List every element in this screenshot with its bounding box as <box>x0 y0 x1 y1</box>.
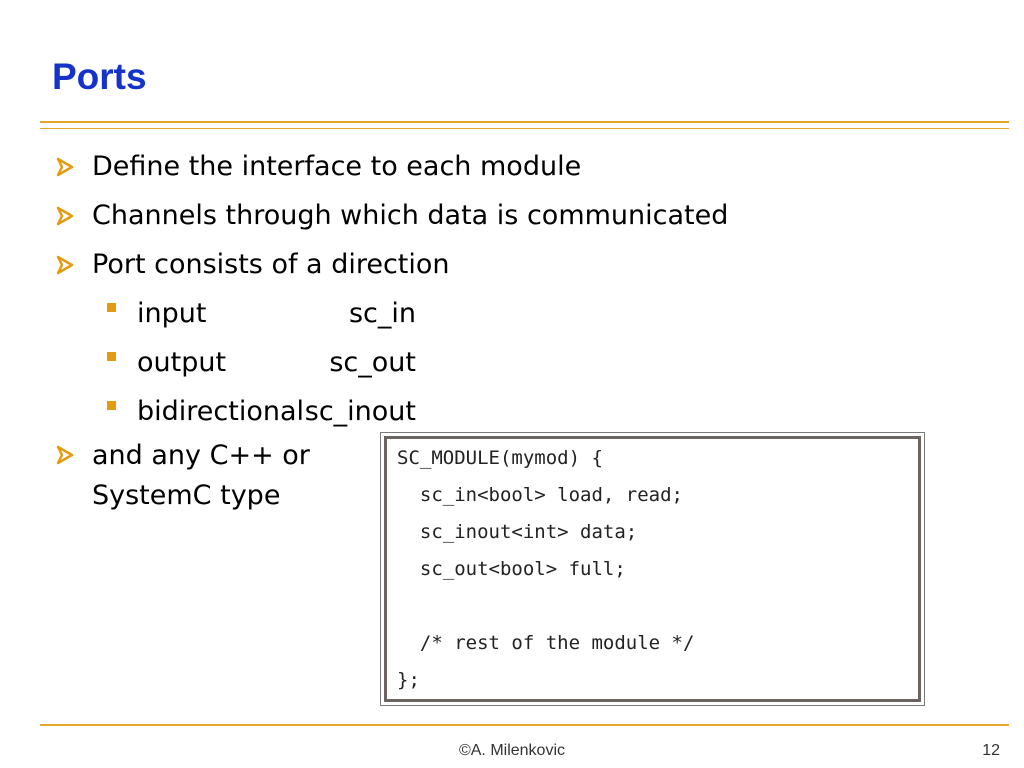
code-line <box>397 595 908 632</box>
code-line: sc_inout<int> data; <box>397 521 638 543</box>
footer-divider <box>40 724 1009 726</box>
code-block: SC_MODULE(mymod) { sc_in<bool> load, rea… <box>384 436 921 702</box>
page-number: 12 <box>982 742 1000 759</box>
slide-title: Ports <box>52 56 147 97</box>
arrow-bullet-icon <box>56 255 92 275</box>
title-divider-thin <box>40 128 1009 129</box>
bullet-item-types: and any C++ or SystemC type <box>56 436 310 516</box>
direction-label: output <box>137 347 227 378</box>
code-line: }; <box>397 669 420 691</box>
bullet-text: and any C++ or SystemC type <box>92 436 310 516</box>
bullet-list: Define the interface to each module Chan… <box>56 142 728 436</box>
footer-author: ©A. Milenkovic <box>458 742 566 759</box>
square-bullet-icon <box>107 352 116 361</box>
bullet-text: Port consists of a direction <box>92 248 450 280</box>
direction-type: sc_out <box>329 347 416 378</box>
code-line: sc_in<bool> load, read; <box>397 484 683 506</box>
direction-type: sc_in <box>348 298 416 329</box>
arrow-bullet-icon <box>56 157 92 177</box>
arrow-bullet-icon <box>56 206 92 226</box>
square-bullet-icon <box>107 401 116 410</box>
arrow-bullet-icon <box>56 445 92 465</box>
bullet-text-line: SystemC type <box>92 480 281 511</box>
bullet-text: Channels through which data is communica… <box>92 199 729 231</box>
direction-item-bidirectional: bidirectional sc_inout <box>56 387 416 436</box>
direction-label: bidirectional <box>137 396 305 427</box>
bullet-item: Define the interface to each module <box>56 142 581 191</box>
code-line: /* rest of the module */ <box>397 632 695 654</box>
square-bullet-icon <box>107 303 116 312</box>
bullet-text-line: and any C++ or <box>92 440 310 471</box>
code-line: sc_out<bool> full; <box>397 558 626 580</box>
direction-item-input: input sc_in <box>56 289 416 338</box>
code-box: SC_MODULE(mymod) { sc_in<bool> load, rea… <box>380 432 925 706</box>
bullet-item: Port consists of a direction <box>56 240 450 289</box>
bullet-item: Channels through which data is communica… <box>56 191 728 240</box>
code-line: SC_MODULE(mymod) { <box>397 447 603 469</box>
direction-type: sc_inout <box>304 396 416 427</box>
direction-item-output: output sc_out <box>56 338 416 387</box>
direction-label: input <box>137 298 207 329</box>
title-divider <box>40 121 1009 123</box>
bullet-text: Define the interface to each module <box>92 150 582 182</box>
